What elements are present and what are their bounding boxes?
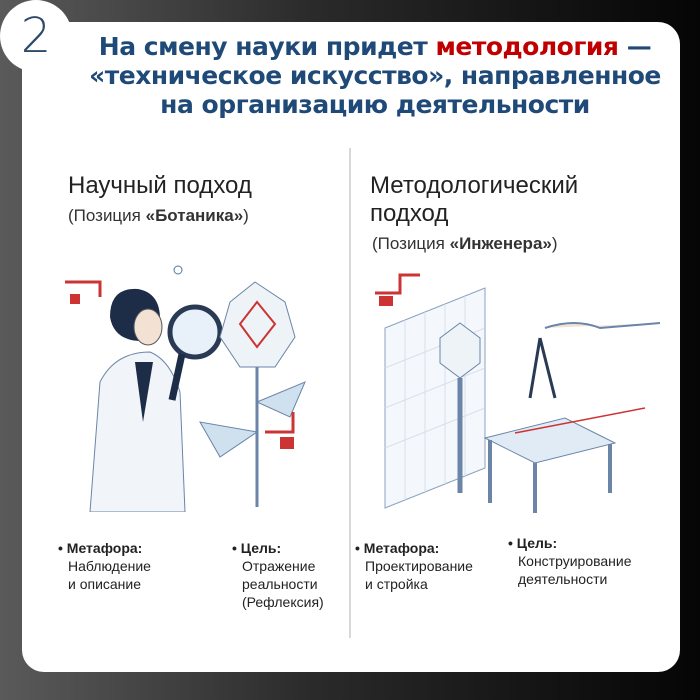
left-heading: Научный подход (68, 172, 252, 199)
right-subheading: (Позиция «Инженера») (372, 234, 558, 253)
slide-card (22, 22, 680, 672)
slide-title: На смену науки придет методология — «тех… (70, 32, 680, 119)
slide-number-badge: 2 (0, 0, 72, 72)
title-part1: На смену науки придет (98, 32, 436, 61)
column-divider (349, 148, 351, 638)
botanist-illustration (65, 265, 306, 512)
left-subheading: (Позиция «Ботаника») (68, 206, 249, 225)
title-highlight: методология (435, 32, 619, 61)
title-part2: — «техническое искусство», направленное … (89, 32, 661, 119)
engineer-illustration (375, 273, 661, 513)
